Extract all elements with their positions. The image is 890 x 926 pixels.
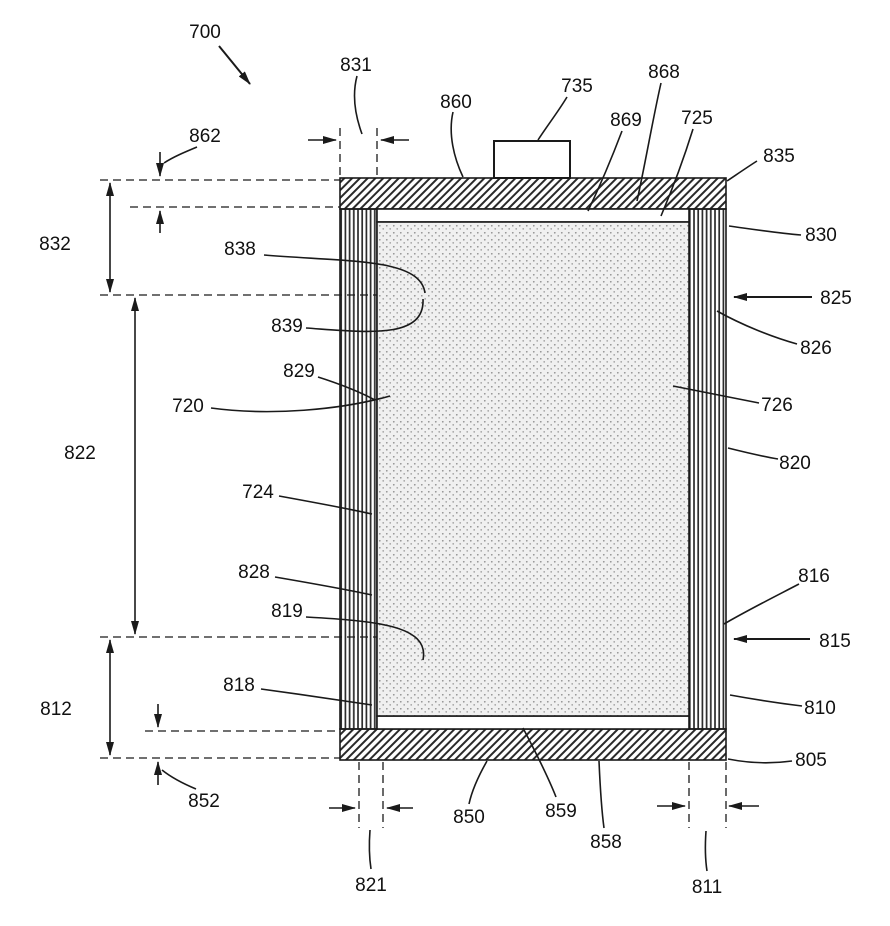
top-layer	[339, 177, 727, 210]
ref-label-825: 825	[820, 288, 852, 309]
ref-label-811: 811	[692, 877, 722, 898]
top-gap-layer	[376, 208, 690, 223]
ref-label-820: 820	[779, 453, 811, 474]
leader-805	[727, 758, 793, 764]
ref-label-859: 859	[545, 801, 577, 822]
core-region	[376, 221, 690, 717]
ref-label-852: 852	[188, 791, 220, 812]
leader-735	[537, 96, 568, 141]
ref-label-839: 839	[271, 316, 303, 337]
leader-810	[729, 694, 803, 707]
ref-label-815: 815	[819, 631, 851, 652]
ref-label-726: 726	[761, 395, 793, 416]
leader-725	[660, 128, 694, 217]
leader-811	[704, 830, 708, 872]
cell-structure	[339, 140, 727, 761]
ref-labels: 700 831 735 868 860 869 725 835 862 832 …	[39, 22, 852, 898]
leader-818	[260, 688, 373, 706]
leader-830	[728, 225, 802, 236]
ref-label-835: 835	[763, 146, 795, 167]
ref-label-832: 832	[39, 234, 71, 255]
leader-816	[723, 583, 800, 625]
arrow-700	[218, 45, 251, 85]
leader-852	[161, 769, 197, 790]
leader-821	[368, 829, 372, 870]
ref-label-720: 720	[172, 396, 204, 417]
leader-820	[727, 447, 779, 460]
bottom-gap-layer	[376, 715, 690, 730]
ref-label-816: 816	[798, 566, 830, 587]
leader-724	[278, 495, 373, 515]
ref-label-831: 831	[340, 55, 372, 76]
leader-831	[353, 75, 363, 135]
ref-label-869: 869	[610, 110, 642, 131]
leader-835	[726, 160, 758, 182]
ref-label-826: 826	[800, 338, 832, 359]
ref-label-868: 868	[648, 62, 680, 83]
leader-828	[274, 576, 373, 596]
ref-label-838: 838	[224, 239, 256, 260]
leader-826	[716, 310, 798, 345]
left-layer	[339, 208, 378, 730]
leader-862	[163, 146, 198, 164]
ref-label-858: 858	[590, 832, 622, 853]
ref-label-828: 828	[238, 562, 270, 583]
ref-label-724: 724	[242, 482, 274, 503]
leader-850	[468, 760, 488, 805]
dimension-arrows	[106, 136, 759, 812]
ref-label-735: 735	[561, 76, 593, 97]
ref-label-850: 850	[453, 807, 485, 828]
leader-868	[636, 82, 662, 202]
leader-858	[598, 760, 605, 829]
right-layer	[688, 208, 727, 730]
pointer-arrows	[218, 45, 812, 643]
ref-label-805: 805	[795, 750, 827, 771]
ref-label-860: 860	[440, 92, 472, 113]
leader-829	[317, 376, 376, 401]
ref-label-700: 700	[189, 22, 221, 43]
terminal-tab	[493, 140, 571, 179]
ref-label-830: 830	[805, 225, 837, 246]
ref-label-810: 810	[804, 698, 836, 719]
ref-label-725: 725	[681, 108, 713, 129]
ref-label-822: 822	[64, 443, 96, 464]
ref-label-862: 862	[189, 126, 221, 147]
leader-869	[587, 130, 623, 212]
leader-726	[672, 385, 760, 404]
ref-label-829: 829	[283, 361, 315, 382]
dashed-guides	[100, 128, 727, 828]
ref-label-812: 812	[40, 699, 72, 720]
leader-859	[522, 727, 557, 798]
bottom-layer	[339, 728, 727, 761]
ref-label-819: 819	[271, 601, 303, 622]
ref-label-821: 821	[355, 875, 387, 896]
leader-720	[210, 395, 391, 413]
leader-838	[263, 254, 426, 294]
leader-lines	[161, 75, 803, 872]
leader-839	[305, 298, 424, 333]
leader-860	[450, 111, 464, 178]
leader-819	[305, 616, 425, 661]
ref-label-818: 818	[223, 675, 255, 696]
